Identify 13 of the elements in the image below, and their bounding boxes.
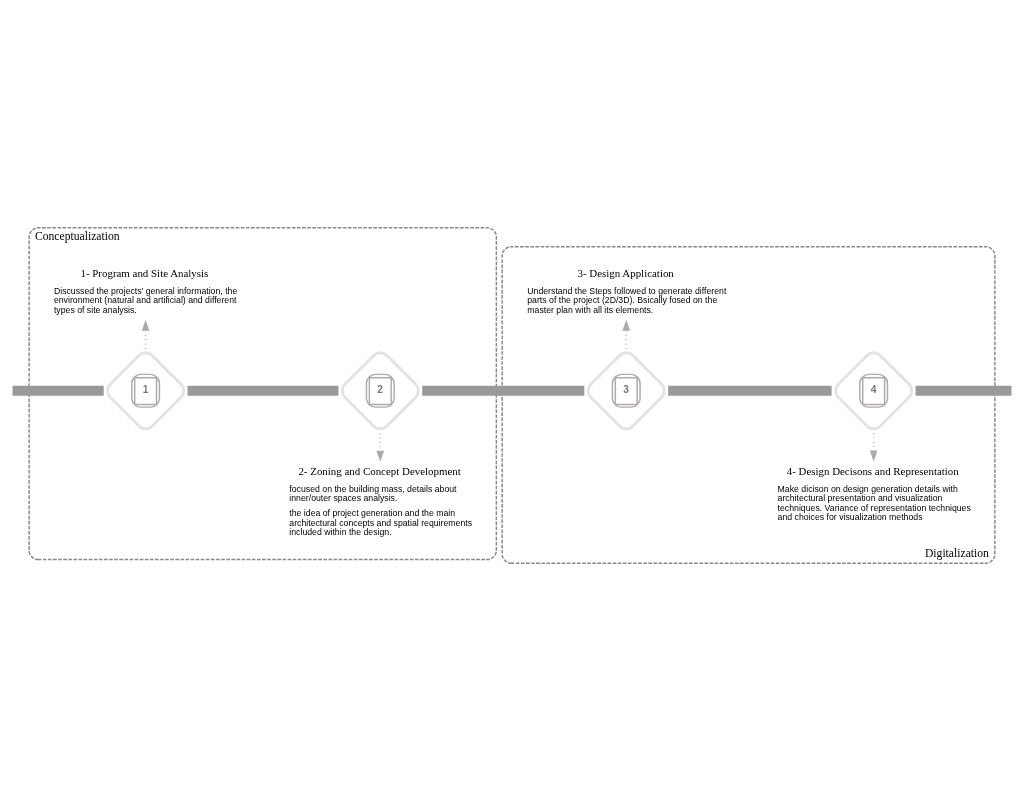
node-text: 4- Design Decisons and Representation Make dicison on design generation details with architectural presentation and visualization techniques. Variance of representation techniques and choices for visualization methods (777, 465, 971, 523)
connector (187, 385, 338, 396)
connector (667, 385, 832, 396)
connector (421, 385, 584, 396)
arrow (869, 431, 877, 462)
connector (915, 385, 1011, 396)
arrow (375, 431, 384, 462)
arrow (141, 319, 149, 350)
node-text: 1- Program and Site Analysis Discussed the projects’ general information, the environment (natural and artificial) and different types of site analysis. (53, 267, 237, 315)
node-text: 2- Zoning and Concept Development focused on the building mass, details about inner/outer spaces analysis. the idea of project generation and the main architectural concepts and spatial requirements included within the design. (288, 465, 472, 538)
arrow (621, 319, 630, 350)
node-text: 3- Design Application Understand the Steps followed to generate different parts of the project (2D/3D). Bsically fosed on the master plan with all its elements. (526, 267, 726, 315)
connector (12, 385, 104, 396)
